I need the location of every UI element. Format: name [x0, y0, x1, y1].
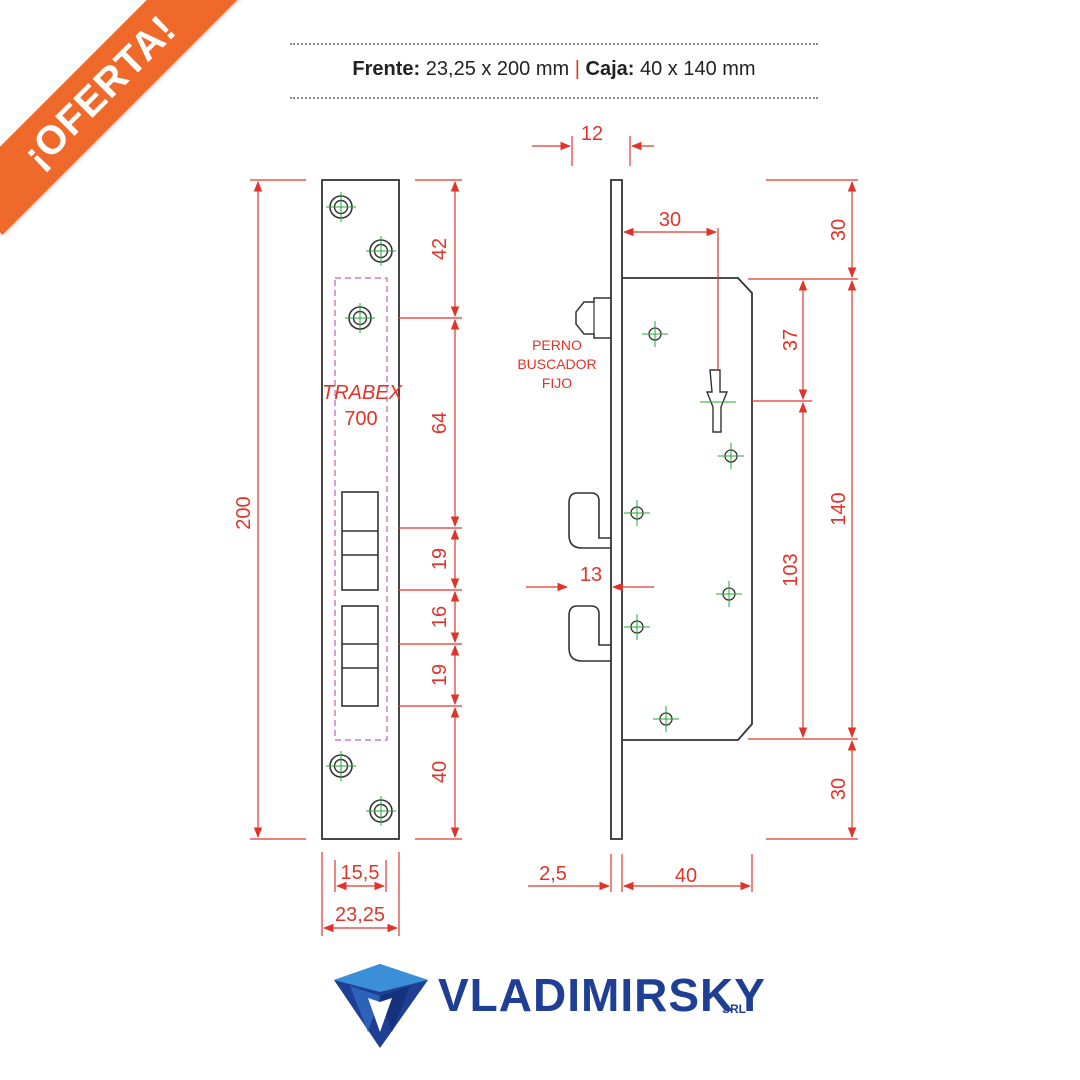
rivet-icon — [623, 499, 651, 527]
lock-case-body — [622, 277, 753, 741]
latch-opening-upper — [341, 491, 379, 591]
dim-label-40-depth: 40 — [675, 865, 697, 887]
dim-faceplate-thickness — [532, 136, 654, 166]
hook-lower — [568, 605, 611, 662]
box-value: 40 x 140 mm — [639, 58, 756, 80]
dim-label-2-5: 2,5 — [539, 863, 567, 885]
dim-bottom-side — [528, 854, 753, 892]
fixed-pin — [575, 297, 611, 339]
rivet-icon — [641, 320, 669, 348]
spec-bottom-rule — [290, 97, 818, 99]
brand-suffix: SRL — [722, 1002, 746, 1016]
hook-upper — [568, 492, 611, 549]
dim-label-23-25: 23,25 — [335, 904, 385, 926]
side-faceplate — [610, 179, 623, 840]
dim-label-19-upper: 19 — [429, 548, 451, 570]
dim-label-200: 200 — [233, 496, 255, 529]
front-faceplate — [321, 179, 400, 840]
screw-icon — [365, 235, 397, 267]
dim-label-16: 16 — [429, 606, 451, 628]
dim-label-40-front: 40 — [429, 761, 451, 783]
dim-label-42: 42 — [429, 238, 451, 260]
rivet-icon — [652, 705, 680, 733]
front-value: 23,25 x 200 mm — [425, 58, 570, 80]
rivet-icon — [623, 613, 651, 641]
dim-label-19-lower: 19 — [429, 664, 451, 686]
model-number: 700 — [344, 408, 377, 430]
box-label: Caja: — [585, 58, 635, 80]
dim-label-30-bottom: 30 — [828, 778, 850, 800]
dim-label-37: 37 — [780, 329, 802, 351]
dim-chain-right — [398, 179, 462, 840]
dim-height-total — [250, 179, 306, 840]
screw-icon — [325, 750, 357, 782]
front-label: Frente: — [352, 58, 421, 80]
dim-label-103: 103 — [780, 553, 802, 586]
latch-opening-lower — [341, 605, 379, 707]
rivet-icon — [717, 442, 745, 470]
spec-line: Frente: 23,25 x 200 mm | Caja: 40 x 140 … — [290, 58, 818, 81]
screw-icon — [344, 302, 376, 334]
dim-label-30-backset: 30 — [659, 209, 681, 231]
dim-label-12: 12 — [581, 123, 603, 145]
brand-name: VLADIMIRSKY — [438, 969, 766, 1021]
model-brand: TRABEX — [322, 382, 403, 404]
dim-chain-side-right — [748, 179, 858, 840]
pin-label-line2: BUSCADOR — [517, 356, 596, 372]
spec-separator: | — [574, 58, 580, 80]
screw-icon — [365, 795, 397, 827]
dim-label-13: 13 — [580, 564, 602, 586]
dim-backset — [622, 227, 719, 370]
dim-label-30-top: 30 — [828, 219, 850, 241]
pin-label-line3: FIJO — [542, 375, 572, 391]
brand-logo-icon — [334, 964, 428, 1048]
case-outline-guide — [334, 277, 388, 741]
dim-label-64: 64 — [429, 412, 451, 434]
spec-top-rule — [290, 43, 818, 45]
dim-label-140: 140 — [828, 492, 850, 525]
dim-widths-front — [321, 852, 400, 936]
key-slot-icon — [705, 369, 729, 433]
rivet-icon — [715, 580, 743, 608]
dim-label-15-5: 15,5 — [341, 862, 380, 884]
screw-icon — [325, 191, 357, 223]
pin-label-line1: PERNO — [532, 337, 582, 353]
